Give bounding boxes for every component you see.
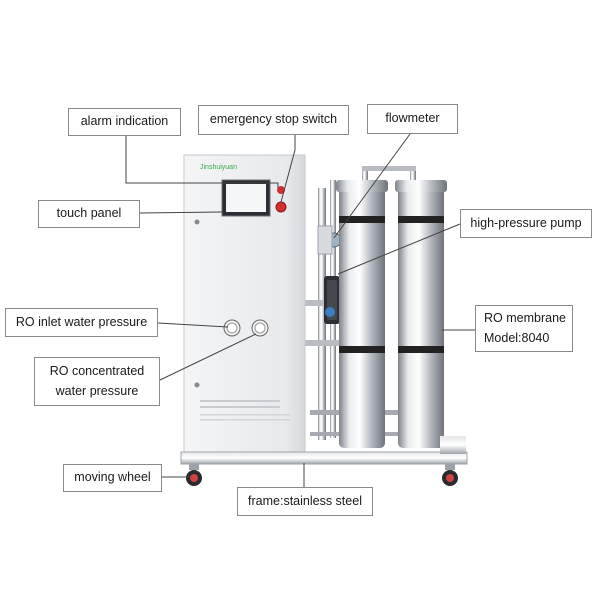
pump-assembly <box>317 225 342 324</box>
leader-lines <box>125 133 475 487</box>
callout-ro-membrane: RO membrane Model:8040 <box>475 305 573 352</box>
label-alarm-indication: alarm indication <box>80 114 169 129</box>
callout-ro-inlet-water-pressure: RO inlet water pressure <box>5 308 158 337</box>
label-ro-concentrated: RO concentrated <box>49 364 145 379</box>
callout-high-pressure-pump: high-pressure pump <box>460 209 592 238</box>
label-water-pressure: water pressure <box>55 383 139 398</box>
callout-ro-concentrated-water-pressure: RO concentrated water pressure <box>34 357 160 406</box>
alarm-light <box>277 186 285 194</box>
control-cabinet: Jinshuiyuan <box>183 154 306 456</box>
emergency-stop-button <box>275 201 287 213</box>
moving-wheels <box>186 464 458 486</box>
label-emergency-stop-switch: emergency stop switch <box>209 112 338 127</box>
label-ro-membrane-model: Model:8040 <box>484 330 550 345</box>
brand-logo: Jinshuiyuan <box>200 164 237 171</box>
label-flowmeter: flowmeter <box>385 111 440 126</box>
label-frame-stainless-steel: frame:stainless steel <box>248 493 362 508</box>
callout-flowmeter: flowmeter <box>367 104 458 134</box>
label-high-pressure-pump: high-pressure pump <box>470 215 582 230</box>
callout-touch-panel: touch panel <box>38 200 140 228</box>
callout-frame-stainless-steel: frame:stainless steel <box>237 487 373 516</box>
ro-membrane-vessels <box>336 180 447 448</box>
callout-alarm-indication: alarm indication <box>68 108 181 136</box>
label-ro-inlet-water-pressure: RO inlet water pressure <box>15 314 148 329</box>
label-touch-panel: touch panel <box>56 206 122 221</box>
callout-emergency-stop-switch: emergency stop switch <box>198 105 349 135</box>
callout-moving-wheel: moving wheel <box>63 464 162 492</box>
label-moving-wheel: moving wheel <box>74 470 151 485</box>
stainless-frame <box>180 436 468 465</box>
label-ro-membrane: RO membrane <box>484 311 566 326</box>
